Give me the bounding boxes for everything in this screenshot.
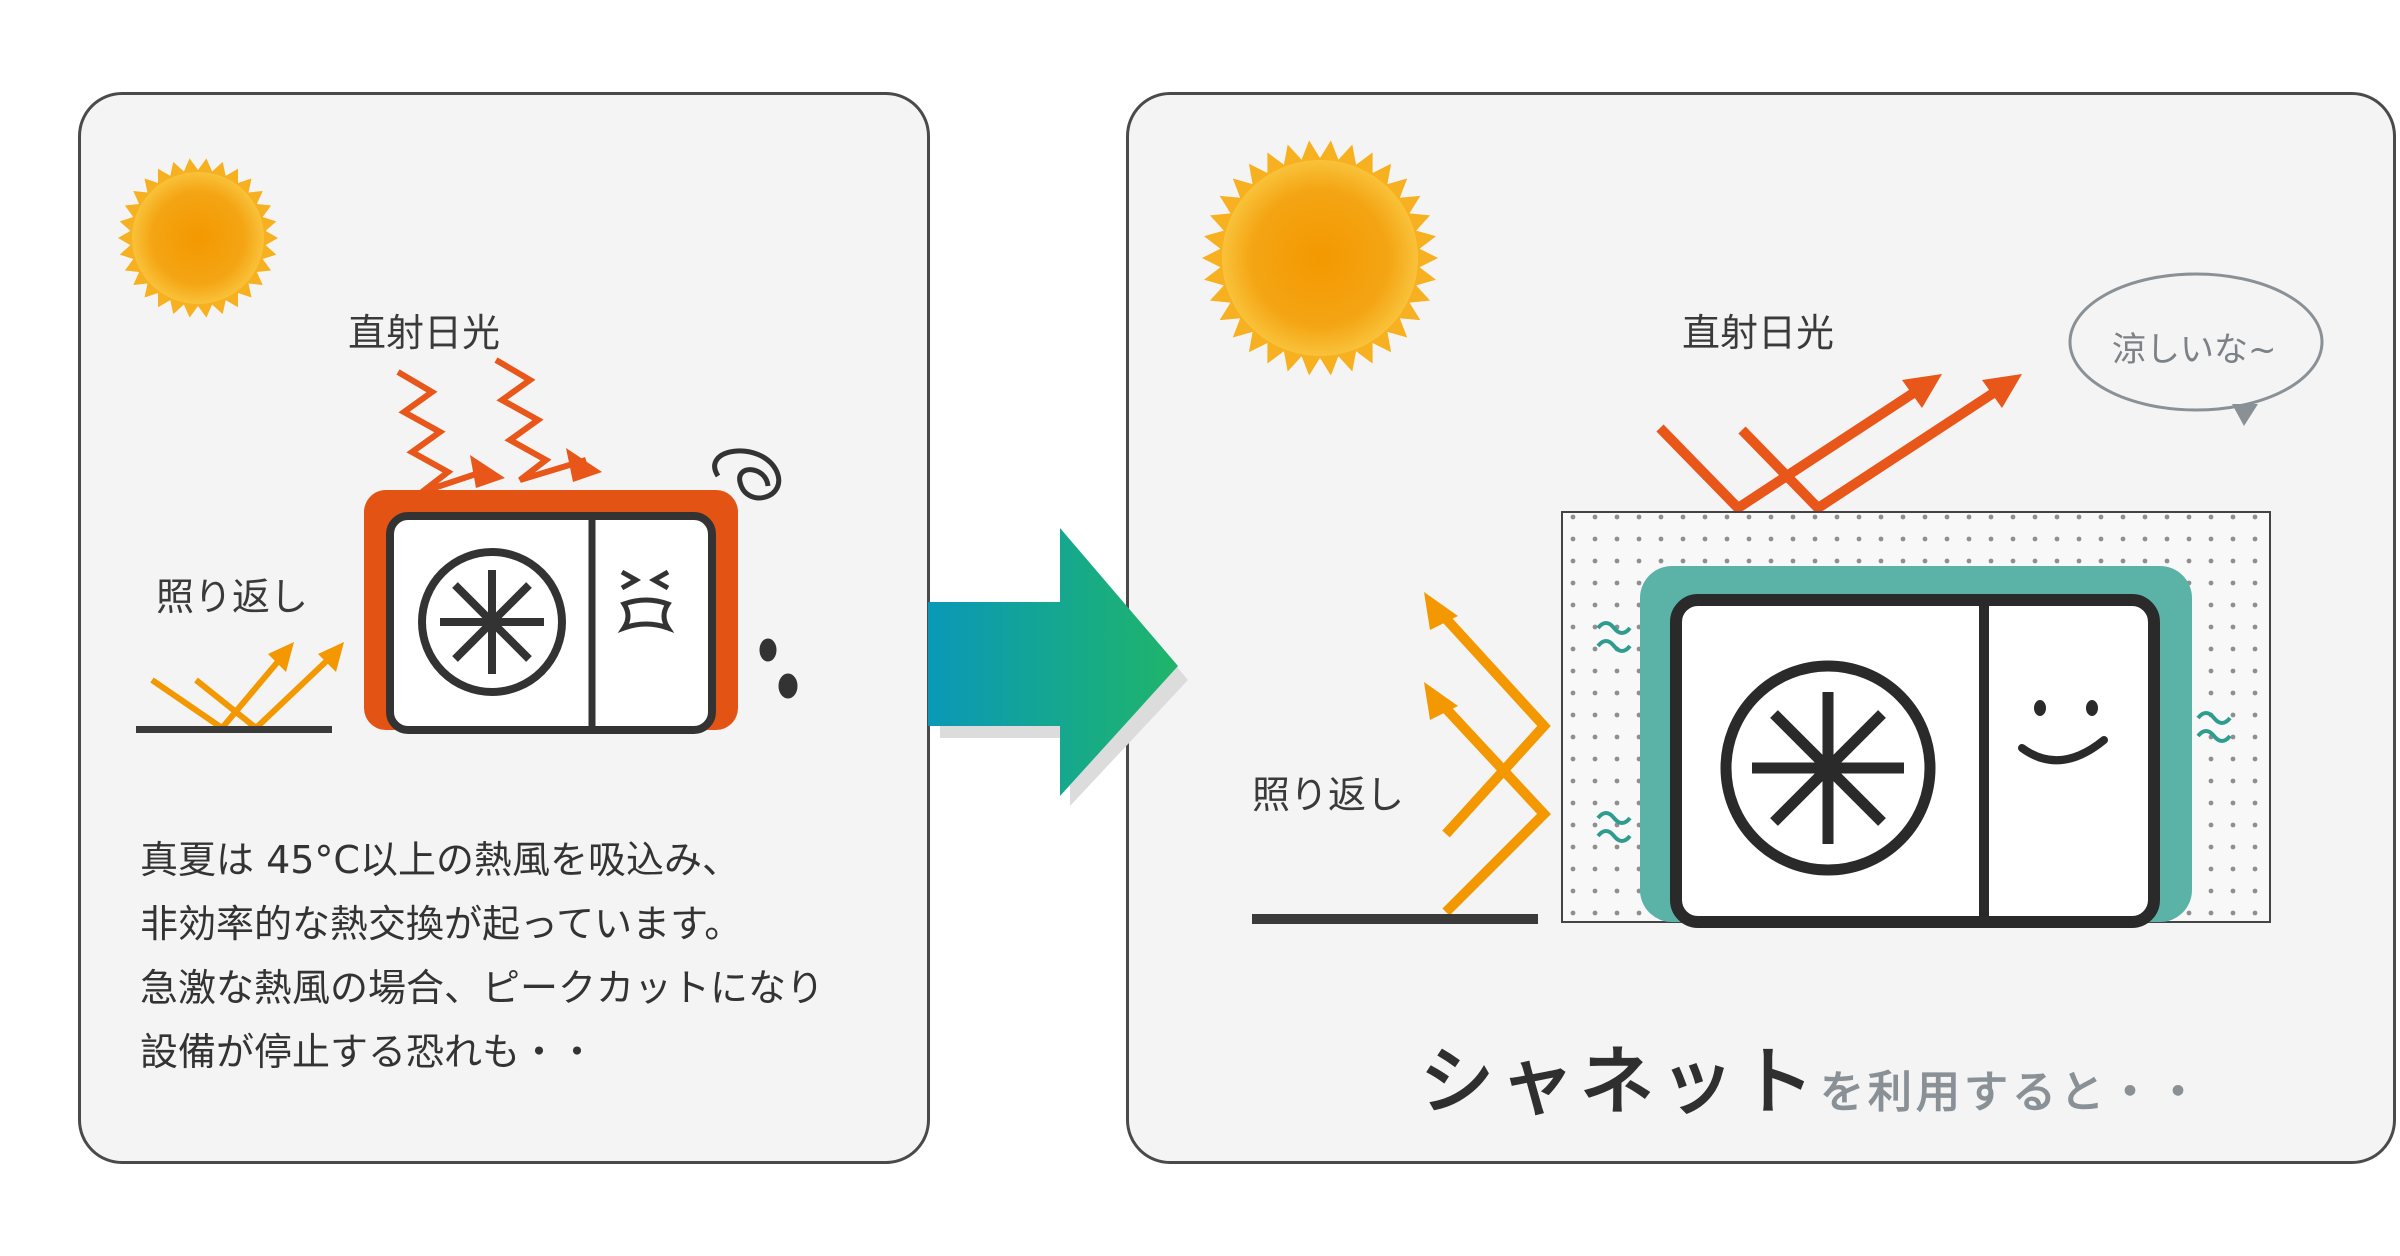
sun-icon-large [1202, 140, 1438, 376]
speech-bubble-text: 涼しいな~ [2112, 330, 2277, 370]
speech-bubble-icon [2068, 272, 2324, 426]
wave-icon [1596, 621, 2232, 843]
ground-line [136, 726, 332, 733]
sweat-icon [712, 448, 798, 699]
reflection-arrow-icon [150, 642, 344, 733]
description-line: 真夏は 45°C以上の熱風を吸込み、 [140, 838, 740, 882]
description-line: 非効率的な熱交換が起っています。 [140, 902, 743, 946]
suffering-face-icon [617, 569, 675, 633]
cta-heading: シャネットを利用すると・・ [1420, 1022, 2204, 1129]
left-description: 真夏は 45°C以上の熱風を吸込み、 非効率的な熱交換が起っています。 急激な熱… [140, 828, 920, 1084]
left-sunlight-label: 直射日光 [348, 311, 501, 355]
happy-face-icon [2018, 700, 2108, 765]
cta-rest: を利用すると・・ [1820, 1067, 2204, 1118]
brand-name: シャネット [1420, 1039, 1820, 1125]
deflected-reflection-arrows [1424, 592, 1551, 916]
air-conditioner-icon [364, 448, 798, 734]
description-line: 急激な熱風の場合、ピークカットになり [140, 966, 825, 1010]
air-conditioner-cool-icon [1670, 594, 2160, 928]
sun-icon [118, 158, 278, 318]
left-reflection-label: 照り返し [156, 575, 309, 619]
arrow-right-icon [928, 528, 1188, 806]
right-sunlight-label: 直射日光 [1682, 311, 1835, 355]
fan-icon-large [1720, 660, 1936, 876]
ground-line-right [1252, 914, 1538, 924]
fan-icon [418, 548, 566, 696]
reflected-heat-arrows [1656, 374, 2022, 515]
description-line: 設備が停止する恐れも・・ [140, 1030, 597, 1074]
right-reflection-label: 照り返し [1252, 773, 1405, 817]
heat-arrow-icon [396, 357, 602, 495]
